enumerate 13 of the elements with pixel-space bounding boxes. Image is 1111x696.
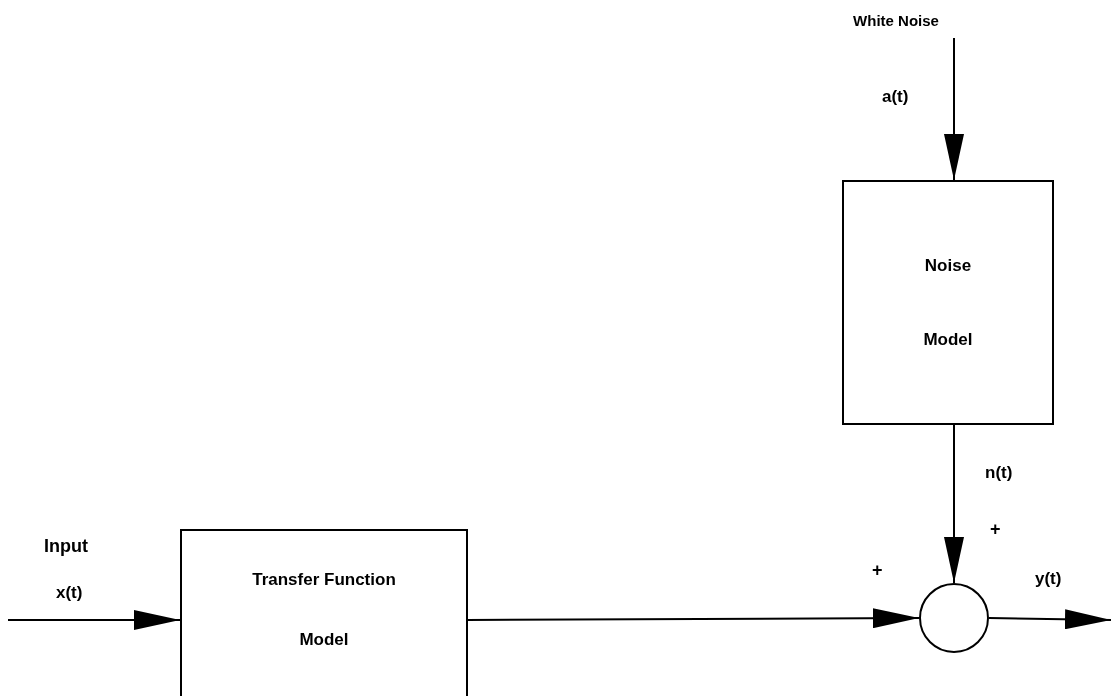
sign-label: + <box>990 518 1001 541</box>
block-box <box>180 529 468 696</box>
sign-label: + <box>872 559 883 582</box>
arrow <box>7 610 181 630</box>
block-label: White Noise <box>853 10 939 31</box>
arrow <box>944 37 964 181</box>
block-box <box>842 180 1054 425</box>
arrow <box>467 608 920 629</box>
block-label: Transfer Function Model <box>251 569 397 651</box>
arrow <box>944 424 964 584</box>
arrow <box>988 609 1111 630</box>
block-label: Noise Model <box>922 254 974 351</box>
signal-label: Input <box>44 535 88 558</box>
